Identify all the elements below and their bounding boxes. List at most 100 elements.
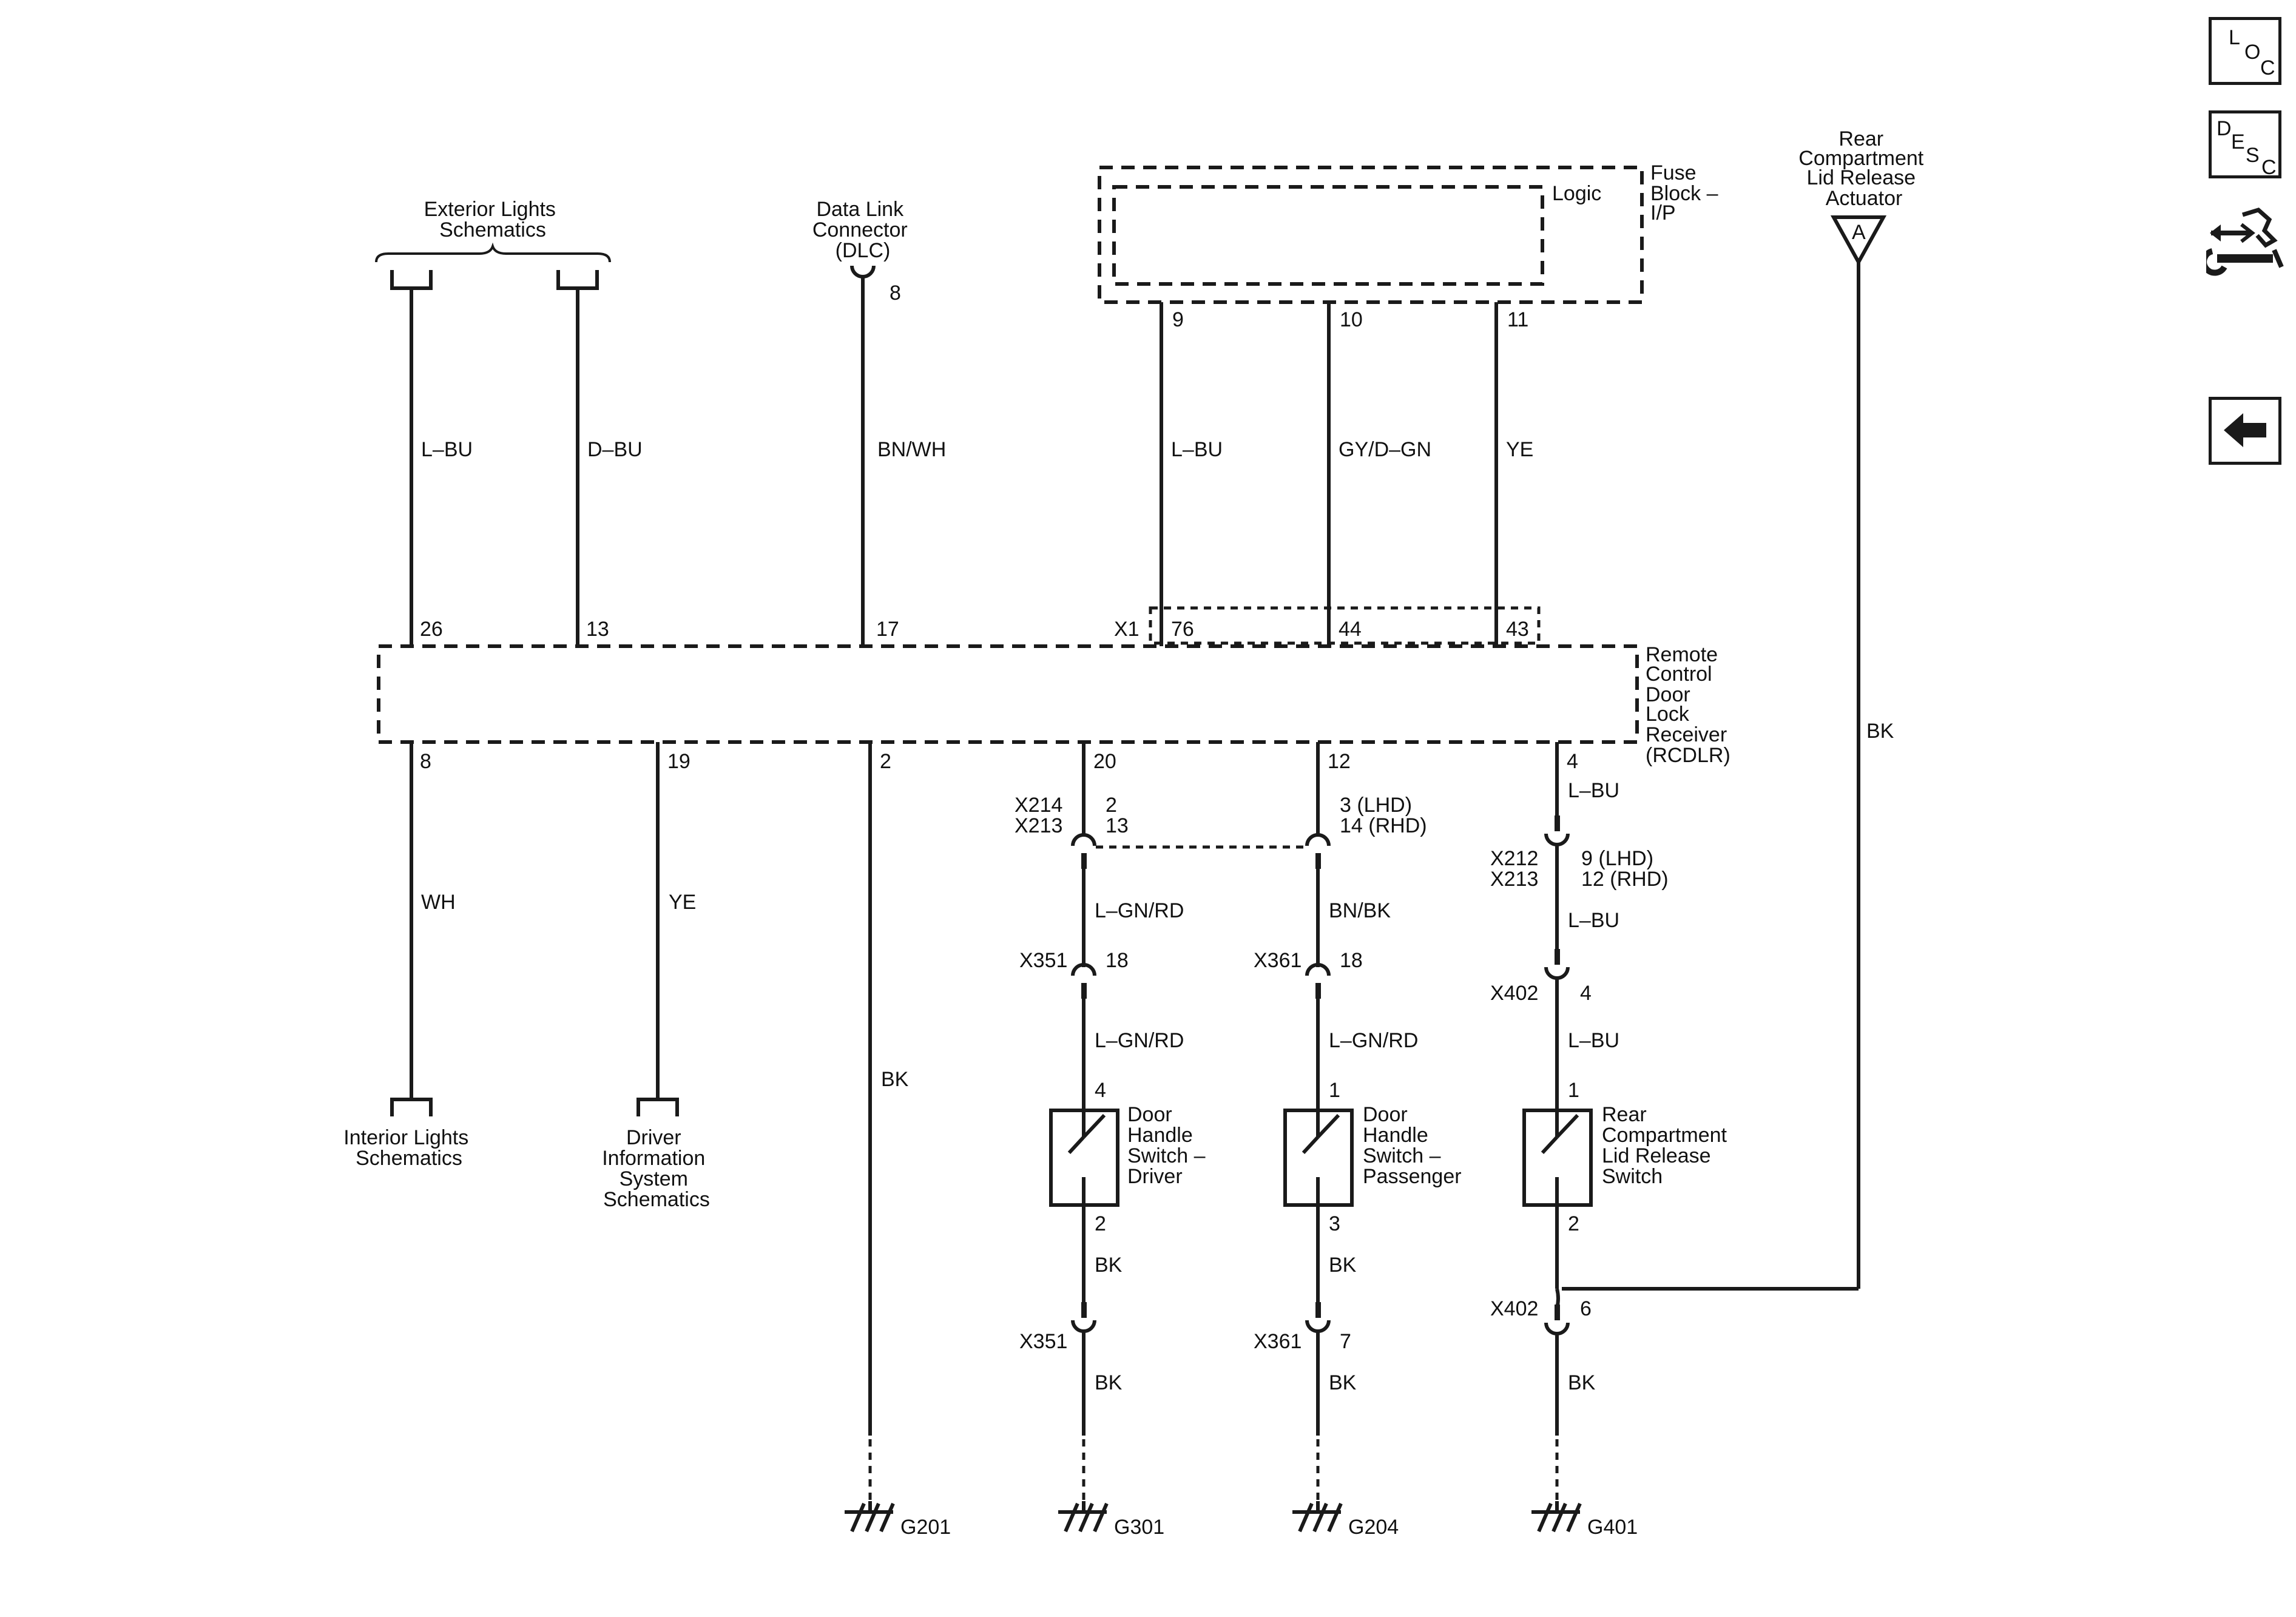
wire-color-2: D–BU: [587, 438, 643, 461]
wire-color-5: GY/D–GN: [1339, 438, 1431, 461]
wire-color-10d: BK: [1095, 1371, 1123, 1394]
fuse-pin-11: 11: [1507, 308, 1528, 331]
x361b-pin: 7: [1340, 1330, 1351, 1353]
wire-color-4: L–BU: [1171, 438, 1223, 461]
dlc-connector-symbol: [850, 265, 876, 279]
exterior-lights-bracket: [375, 242, 611, 290]
ground-symbols: [845, 1501, 1582, 1533]
x1-label: X1: [1114, 618, 1140, 641]
rcdlr-pin-12: 12: [1328, 750, 1351, 773]
desc-letter-d: D: [2217, 117, 2232, 140]
ground-g301: G301: [1114, 1516, 1164, 1539]
actuator-triangle: [1830, 215, 1887, 266]
wire-color-3: BN/WH: [877, 438, 946, 461]
exterior-lights-label: Exterior Lights Schematics: [424, 198, 562, 241]
wire-color-11a: BN/BK: [1329, 899, 1391, 922]
sw2-bottom-pin: 3: [1329, 1212, 1340, 1235]
logic-outline: [1112, 185, 1544, 286]
rcdlr-label: Remote Control Door Lock Receiver (RCDLR…: [1646, 643, 1733, 767]
fuse-pin-9: 9: [1172, 308, 1184, 331]
wire-color-11d: BK: [1329, 1371, 1357, 1394]
rcdlr-pin-76: 76: [1171, 618, 1194, 641]
sw3-bottom-pin: 2: [1568, 1212, 1579, 1235]
rcdlr-pin-8: 8: [420, 750, 431, 773]
loc-letter-c: C: [2260, 56, 2275, 79]
x402-pin: 4: [1580, 982, 1592, 1005]
rear-switch-label: Rear Compartment Lid Release Switch: [1602, 1103, 1732, 1188]
x1-connector-outline: [1149, 606, 1541, 645]
desc-letter-s: S: [2246, 144, 2260, 167]
lower-left-wires: [390, 742, 872, 1501]
x351-label: X351: [1019, 949, 1067, 972]
fuse-block-label: Fuse Block – I/P: [1650, 161, 1724, 224]
x213-label-a: X213: [1015, 814, 1062, 837]
rcdlr-pin-43: 43: [1506, 618, 1529, 641]
wire-color-10c: BK: [1095, 1254, 1123, 1277]
loc-letter-o: O: [2244, 41, 2261, 64]
wire-color-10b: L–GN/RD: [1095, 1029, 1184, 1052]
x402b-label: X402: [1490, 1297, 1538, 1320]
wire-color-6: YE: [1506, 438, 1533, 461]
rear-switch-circuit: [1522, 742, 1859, 1501]
connector-wrench-icon[interactable]: [2201, 206, 2284, 285]
c3-pin-a: 9 (LHD): [1581, 847, 1653, 870]
ground-g401: G401: [1587, 1516, 1638, 1539]
wire-color-11c: BK: [1329, 1254, 1357, 1277]
driver-info-label: Driver Information System Schematics: [602, 1126, 711, 1211]
wire-color-8: YE: [669, 891, 696, 914]
wire-color-9: BK: [881, 1068, 909, 1091]
x213-label-b: X213: [1490, 868, 1538, 891]
fuse-block-outline: [1098, 166, 1644, 304]
rcdlr-pin-44: 44: [1339, 618, 1362, 641]
x214-label: X214: [1015, 794, 1062, 817]
rcdlr-pin-19: 19: [667, 750, 690, 773]
c1-pin-a: 2: [1106, 794, 1117, 817]
rcdlr-pin-17: 17: [876, 618, 899, 641]
x361b-label: X361: [1254, 1330, 1302, 1353]
x212-label: X212: [1490, 847, 1538, 870]
ground-g204: G204: [1348, 1516, 1399, 1539]
x402b-pin: 6: [1580, 1297, 1592, 1320]
sw2-top-pin: 1: [1329, 1079, 1340, 1102]
rcdlr-pin-20: 20: [1093, 750, 1116, 773]
wire-color-13: BK: [1866, 720, 1894, 743]
desc-letter-c: C: [2261, 156, 2277, 179]
wire-color-12a: L–BU: [1568, 779, 1619, 802]
wire-color-11b: L–GN/RD: [1329, 1029, 1418, 1052]
loc-button[interactable]: L O C: [2209, 17, 2281, 85]
x351b-label: X351: [1019, 1330, 1067, 1353]
wire-color-12c: L–BU: [1568, 1029, 1619, 1052]
wire-color-10a: L–GN/RD: [1095, 899, 1184, 922]
upper-wires: [410, 262, 1860, 1289]
door-passenger-label: Door Handle Switch – Passenger: [1363, 1103, 1462, 1188]
c3-pin-b: 12 (RHD): [1581, 868, 1669, 891]
back-arrow-icon: [2224, 413, 2266, 447]
wire-color-7: WH: [421, 891, 456, 914]
sw1-top-pin: 4: [1095, 1079, 1106, 1102]
actuator-pin: A: [1852, 221, 1866, 244]
wire-color-12b: L–BU: [1568, 909, 1619, 932]
x361-label: X361: [1254, 949, 1302, 972]
x351-pin: 18: [1106, 949, 1129, 972]
loc-letter-l: L: [2229, 26, 2240, 49]
rcdlr-pin-4: 4: [1567, 750, 1578, 773]
desc-button[interactable]: D E S C: [2209, 110, 2281, 179]
dlc-pin: 8: [890, 282, 901, 305]
rcdlr-outline: [377, 644, 1639, 744]
door-driver-label: Door Handle Switch – Driver: [1127, 1103, 1211, 1188]
x402-label: X402: [1490, 982, 1538, 1005]
desc-letter-e: E: [2231, 130, 2245, 154]
passenger-switch-circuit: [1283, 742, 1354, 1501]
rcdlr-pin-26: 26: [420, 618, 443, 641]
connector-wrench-glyph: [2201, 208, 2284, 276]
c2-pin-b: 14 (RHD): [1340, 814, 1427, 837]
dlc-label: Data Link Connector (DLC): [812, 198, 913, 262]
sw1-bottom-pin: 2: [1095, 1212, 1106, 1235]
logic-label: Logic: [1552, 182, 1601, 205]
rear-actuator-label: Rear Compartment Lid Release Actuator: [1798, 127, 1929, 210]
ground-g201: G201: [900, 1516, 951, 1539]
back-button[interactable]: [2209, 397, 2281, 465]
wire-color-12d: BK: [1568, 1371, 1596, 1394]
c1-pin-b: 13: [1106, 814, 1129, 837]
